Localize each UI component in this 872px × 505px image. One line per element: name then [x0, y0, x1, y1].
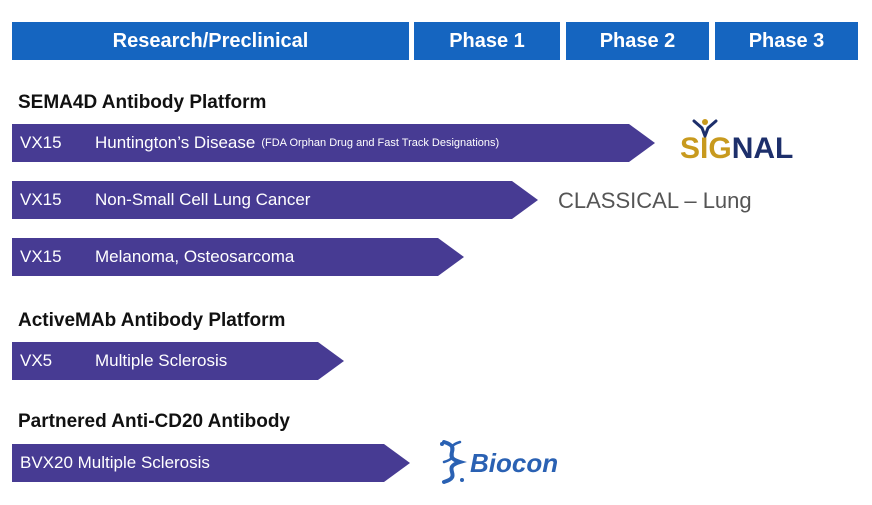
biocon-wordmark: Biocon — [470, 448, 559, 478]
drug-code: VX15 — [20, 190, 62, 209]
designation-note: (FDA Orphan Drug and Fast Track Designat… — [261, 137, 500, 149]
phase-header-label: Phase 3 — [748, 29, 825, 52]
indication-label: BVX20 Multiple Sclerosis — [20, 453, 210, 472]
phase-header-label: Phase 1 — [449, 29, 525, 52]
indication-label: Melanoma, Osteosarcoma — [95, 247, 295, 266]
drug-code: VX5 — [20, 351, 53, 370]
phase-header-phase3: Phase 3 — [715, 22, 858, 60]
pipeline-bar-vx15-nsclc: VX15 Non-Small Cell Lung Cancer — [12, 181, 538, 219]
signal-wordmark: SIGNAL — [680, 132, 793, 166]
pipeline-bar-vx15-melanoma: VX15 Melanoma, Osteosarcoma — [12, 238, 464, 276]
section-title-activemab: ActiveMAb Antibody Platform — [18, 310, 286, 331]
phase-header-phase1: Phase 1 — [414, 22, 560, 60]
trial-label-classical: CLASSICAL – Lung — [558, 188, 752, 213]
indication-label: Non-Small Cell Lung Cancer — [95, 190, 311, 209]
indication-label: Multiple Sclerosis — [95, 351, 228, 370]
biocon-logo: Biocon — [436, 438, 576, 486]
phase-header-research: Research/Preclinical — [12, 22, 409, 60]
pipeline-bar-bvx20-ms: BVX20 Multiple Sclerosis — [12, 444, 410, 482]
section-title-partnered: Partnered Anti-CD20 Antibody — [18, 411, 291, 432]
section-title-sema4d: SEMA4D Antibody Platform — [18, 92, 267, 113]
pipeline-bar-vx15-huntingtons: VX15 Huntington’s Disease (FDA Orphan Dr… — [12, 124, 655, 162]
signal-figure-icon — [692, 119, 718, 138]
signal-wordmark-ig: IG — [700, 132, 732, 165]
pipeline-bar-vx5-ms: VX5 Multiple Sclerosis — [12, 342, 344, 380]
signal-wordmark-s: S — [680, 132, 701, 165]
dna-helix-icon — [440, 440, 467, 484]
phase-header-phase2: Phase 2 — [566, 22, 709, 60]
phase-header-label: Phase 2 — [599, 29, 676, 52]
indication-label: Huntington’s Disease — [95, 133, 256, 152]
phase-header-label: Research/Preclinical — [112, 29, 309, 52]
drug-code: VX15 — [20, 247, 62, 266]
signal-wordmark-nal: NAL — [731, 132, 794, 165]
signal-logo: SIGNAL — [680, 118, 810, 166]
drug-code: VX15 — [20, 133, 62, 152]
